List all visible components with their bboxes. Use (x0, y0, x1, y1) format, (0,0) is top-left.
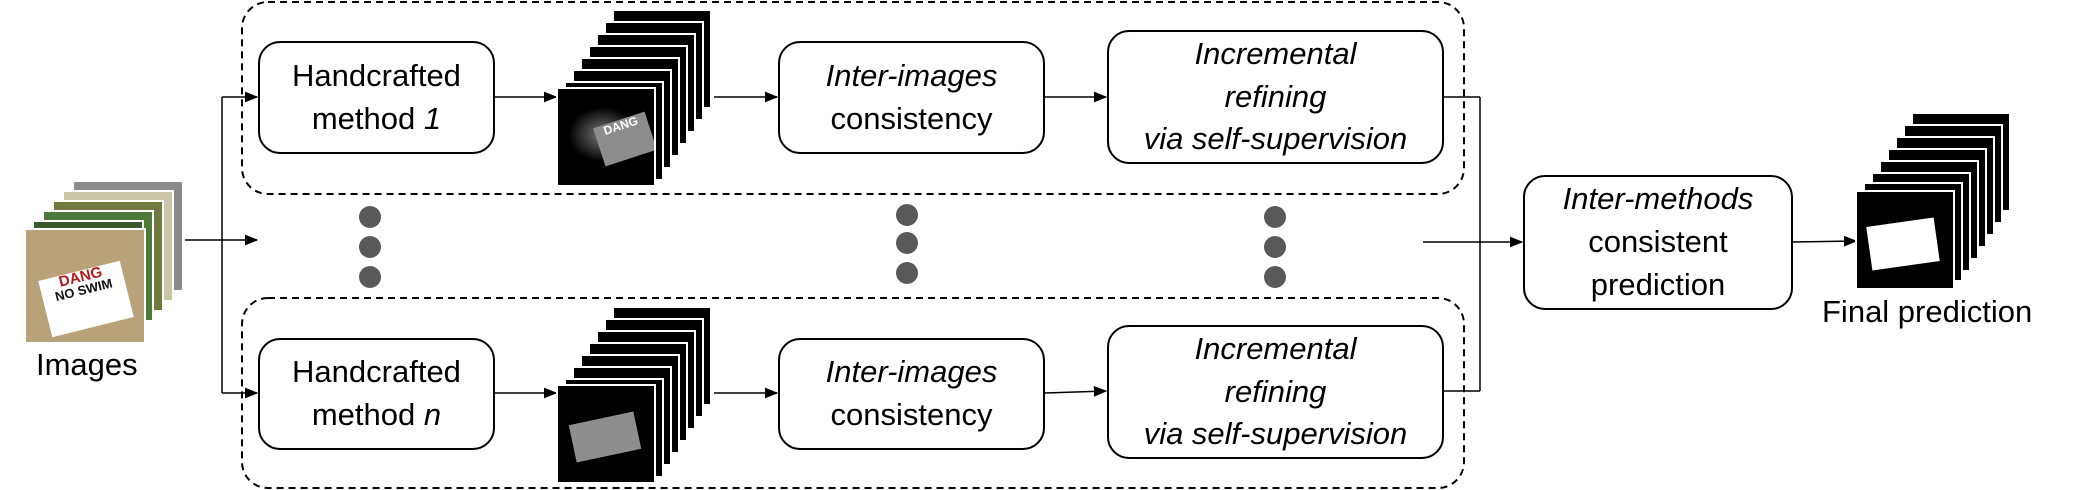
consistency-1-title: Inter-images (825, 57, 998, 93)
handcrafted-method-n-box: Handcrafted method n (258, 338, 495, 450)
method-1-subtitle: method 1 (311, 100, 442, 136)
warning-sign: DANG NO SWIM (38, 260, 134, 338)
refining-1-detail: via self-supervision (1143, 121, 1408, 157)
ellipsis-dot (359, 266, 381, 288)
arrow-fusion-to-final (1792, 235, 1858, 247)
consistency-n-subtitle: consistency (830, 397, 993, 432)
fusion-detail: prediction (1590, 266, 1726, 302)
ellipsis-dot (359, 206, 381, 228)
output-label: Final prediction (1822, 294, 2033, 329)
incremental-refining-1-box: Incremental refining via self-supervisio… (1107, 30, 1444, 164)
input-image-front: DANG NO SWIM (24, 228, 146, 344)
method-1-title: Handcrafted (292, 57, 461, 93)
fusion-subtitle: consistent (1588, 224, 1728, 260)
refining-1-subtitle: refining (1224, 78, 1327, 114)
ellipsis-dot (896, 232, 918, 254)
ellipsis-dot (1264, 206, 1286, 228)
refining-n-title: Incremental (1194, 330, 1357, 366)
consistency-1-subtitle: consistency (830, 100, 993, 136)
arrow-consistency-n-to-refining (1044, 386, 1108, 397)
ellipsis-dot (1264, 266, 1286, 288)
input-label: Images (36, 347, 138, 382)
handcrafted-method-1-box: Handcrafted method 1 (258, 41, 495, 154)
method-n-title: Handcrafted (292, 354, 461, 390)
refining-n-detail: via self-supervision (1143, 416, 1408, 452)
refining-n-subtitle: refining (1224, 373, 1327, 409)
consistency-n-title: Inter-images (825, 354, 998, 390)
ellipsis-dot (896, 204, 918, 226)
inter-images-consistency-1-box: Inter-images consistency (778, 41, 1045, 154)
mask-front-method-n (556, 384, 656, 484)
ellipsis-dot (359, 236, 381, 258)
method-n-subtitle: method n (311, 397, 442, 432)
ellipsis-dot (896, 262, 918, 284)
mask-front-method-1: DANG (556, 87, 656, 187)
fusion-title: Inter-methods (1562, 181, 1754, 217)
inter-images-consistency-n-box: Inter-images consistency (778, 338, 1045, 450)
ellipsis-dot (1264, 236, 1286, 258)
incremental-refining-n-box: Incremental refining via self-supervisio… (1107, 325, 1444, 459)
inter-methods-consistent-prediction-box: Inter-methods consistent prediction (1523, 175, 1793, 310)
refining-1-title: Incremental (1194, 35, 1357, 71)
final-mask-front (1855, 190, 1955, 290)
